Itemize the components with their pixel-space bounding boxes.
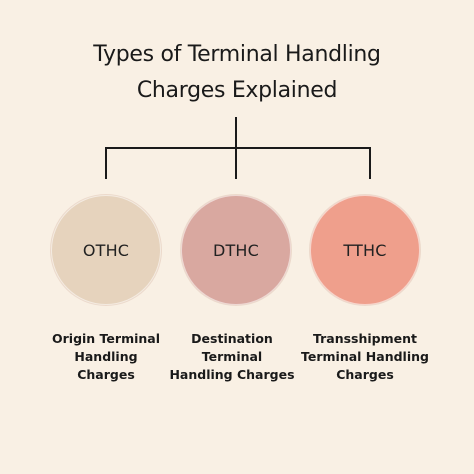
othc-caption-line: Handling [74,349,138,364]
dthc-caption-line: Handling Charges [169,367,295,382]
othc-caption-line: Origin Terminal [52,331,160,346]
tthc-caption-line: Charges [336,367,394,382]
tthc-caption-line: Terminal Handling [301,349,429,364]
othc-label: OTHC [82,240,130,260]
diagram-title-line-1: Types of Terminal Handling [93,42,381,67]
tthc-circle: TTHC [310,195,420,305]
dthc-circle: DTHC [181,195,291,305]
dthc-caption-line: Terminal [201,349,263,364]
tthc-label: TTHC [343,240,387,260]
othc-caption-line: Charges [77,367,135,382]
othc-circle: OTHC [51,195,161,305]
tthc-caption-line: Transshipment [312,331,418,346]
othc-caption: Origin Terminal Handling Charges [36,330,176,384]
diagram-title-line-2: Charges Explained [136,78,338,103]
tthc-caption: Transshipment Terminal Handling Charges [295,330,435,384]
dthc-label: DTHC [212,240,260,260]
dthc-caption: Destination Terminal Handling Charges [162,330,302,384]
dthc-caption-line: Destination [191,331,273,346]
